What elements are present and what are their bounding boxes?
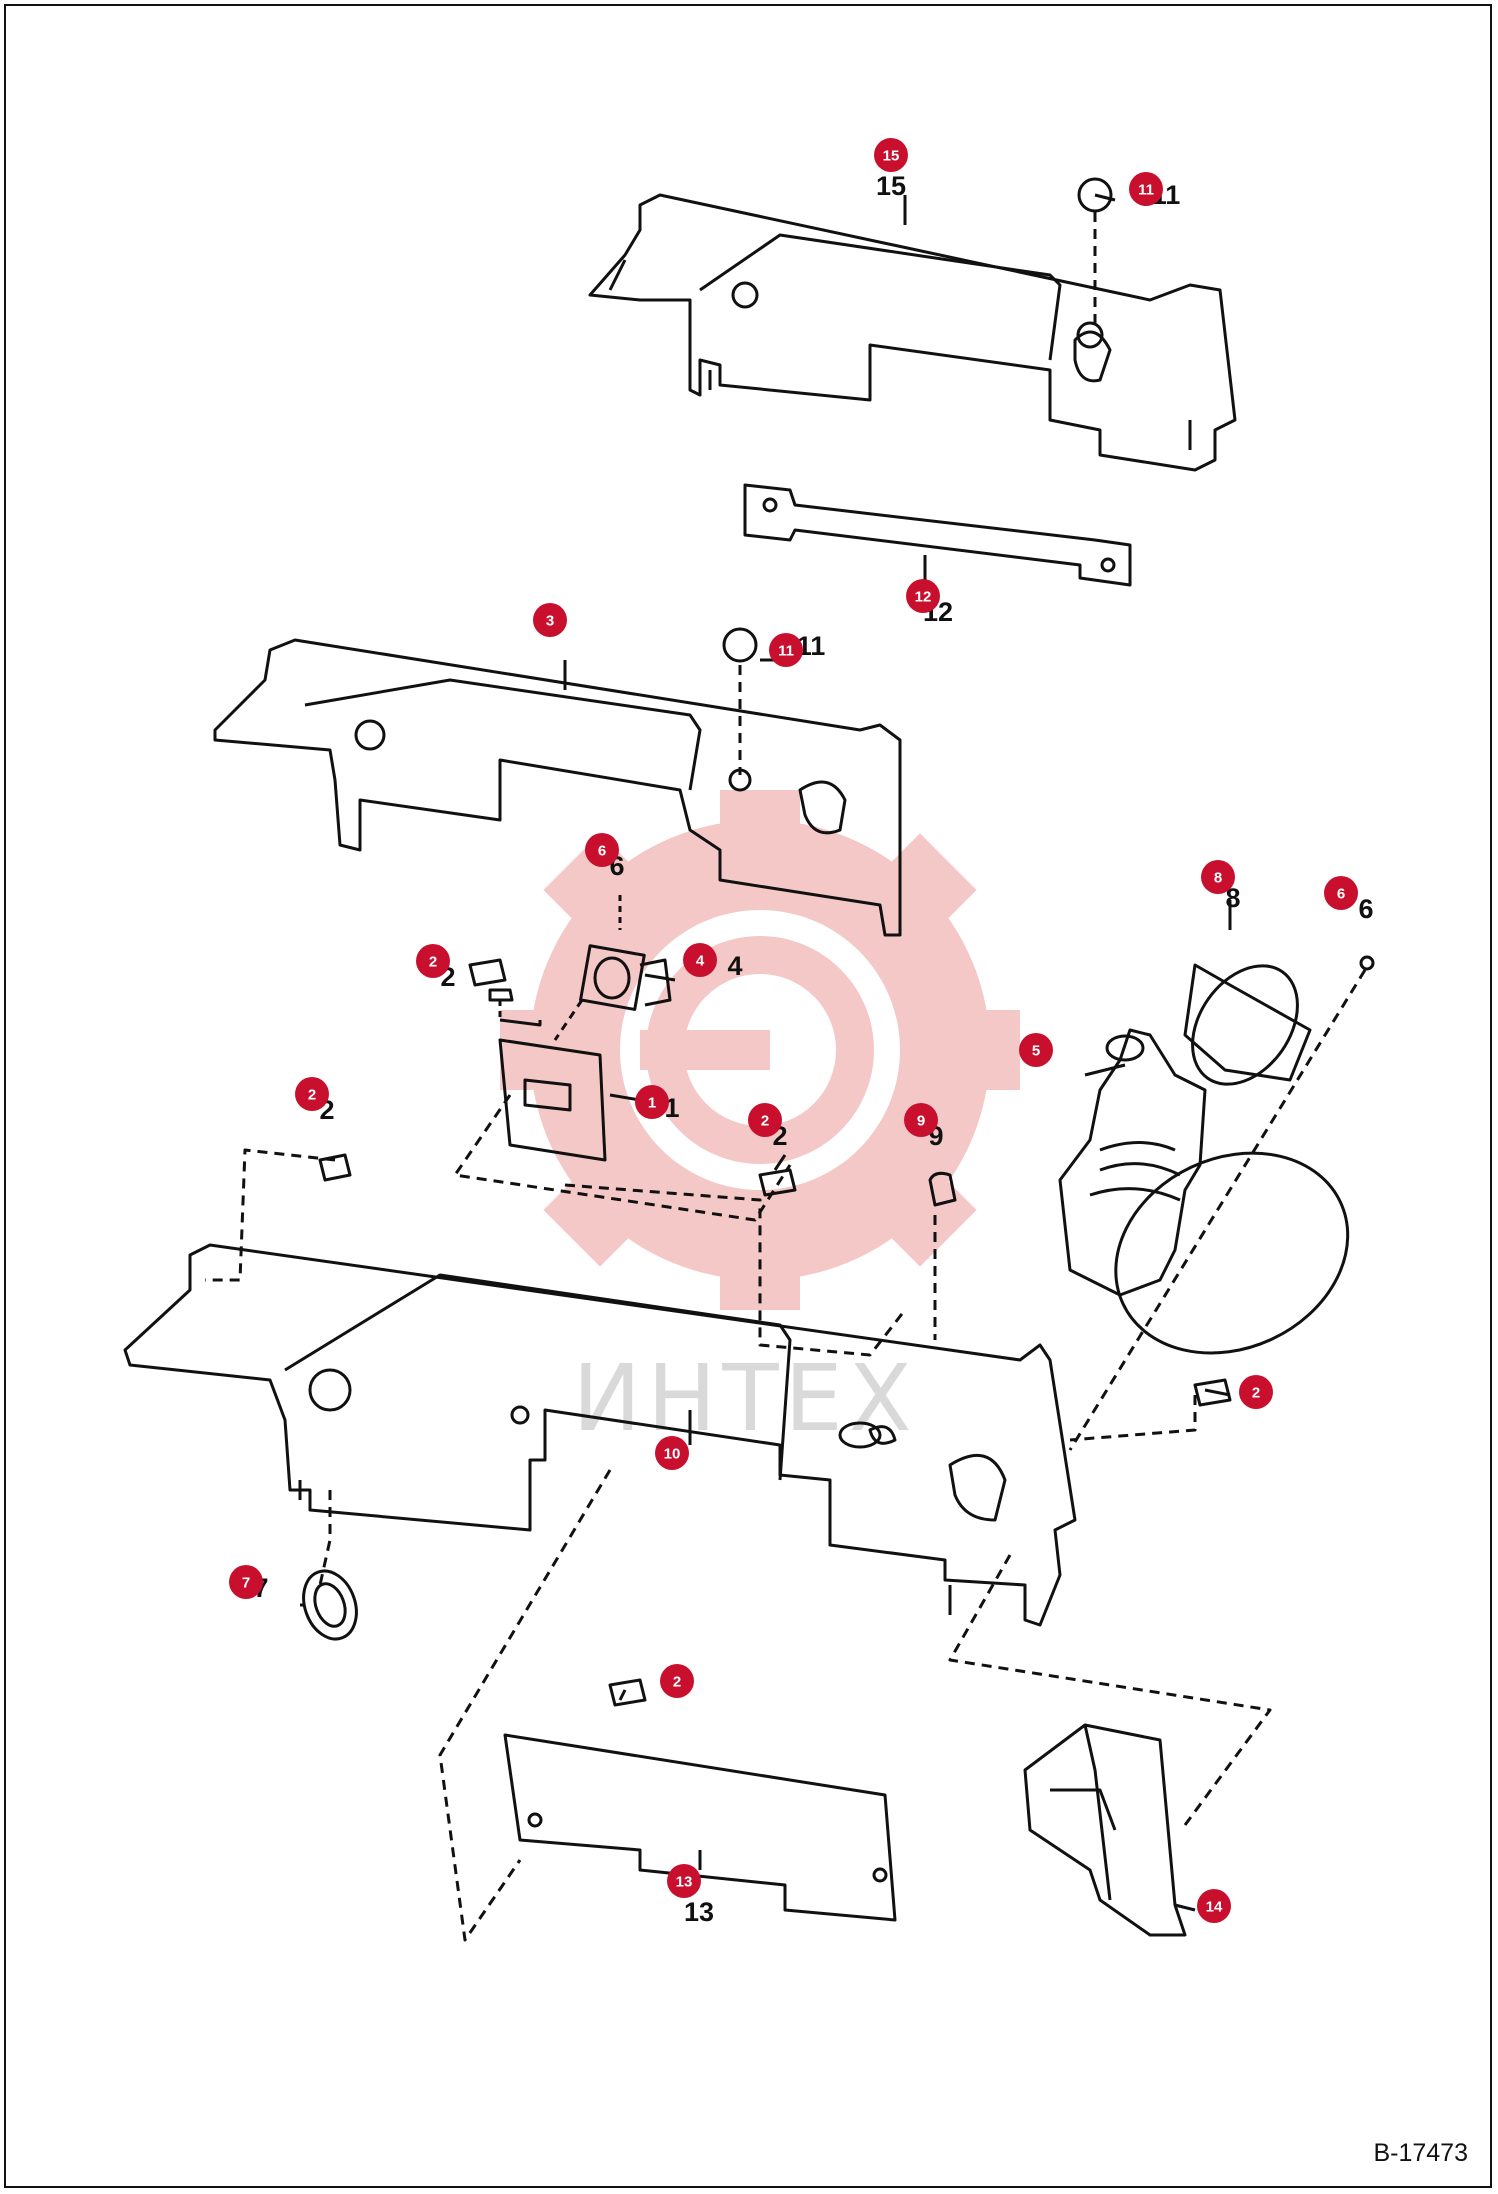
lower-panel bbox=[123, 1243, 1077, 1627]
leader-lines bbox=[205, 1148, 1272, 1942]
callout-1[interactable]: 1 bbox=[635, 1085, 669, 1119]
callout-badge bbox=[416, 944, 450, 978]
callout-7[interactable]: 7 bbox=[229, 1565, 263, 1599]
callout-10[interactable]: 10 bbox=[655, 1436, 689, 1470]
printed-part-number: 4 bbox=[727, 951, 742, 981]
callout-badge bbox=[748, 1103, 782, 1137]
callout-label: 2 bbox=[761, 1113, 769, 1130]
middle-panel bbox=[213, 627, 902, 937]
callout-label: 14 bbox=[1206, 1899, 1223, 1916]
callout-badge bbox=[295, 1077, 329, 1111]
callout-2[interactable]: 2 bbox=[295, 1077, 329, 1111]
diagram-frame bbox=[4, 4, 1492, 2188]
callout-8[interactable]: 8 bbox=[1201, 860, 1235, 894]
callout-2[interactable]: 2 bbox=[748, 1103, 782, 1137]
callout-label: 11 bbox=[1138, 182, 1154, 199]
callout-label: 6 bbox=[1337, 886, 1345, 903]
callout-badge bbox=[655, 1436, 689, 1470]
lower-plate bbox=[503, 1733, 897, 1922]
callout-badge bbox=[667, 1864, 701, 1898]
printed-part-number: 8 bbox=[1225, 883, 1240, 913]
callout-badge bbox=[1197, 1889, 1231, 1923]
callout-label: 9 bbox=[917, 1113, 925, 1130]
callout-badge bbox=[769, 633, 803, 667]
callout-badge bbox=[683, 943, 717, 977]
callout-badge bbox=[635, 1085, 669, 1119]
upper-panel bbox=[588, 177, 1237, 472]
document-id: B-17473 bbox=[1373, 2139, 1468, 2167]
printed-part-number: 15 bbox=[876, 171, 906, 201]
callout-label: 4 bbox=[696, 953, 705, 970]
corner-bracket bbox=[1023, 1723, 1187, 1937]
boot-assembly bbox=[1058, 955, 1375, 1451]
callout-label: 10 bbox=[664, 1446, 681, 1463]
callout-2[interactable]: 2 bbox=[660, 1664, 694, 1698]
callout-badge bbox=[229, 1565, 263, 1599]
callout-badge bbox=[585, 833, 619, 867]
callout-label: 8 bbox=[1214, 870, 1222, 887]
callout-label: 5 bbox=[1032, 1043, 1040, 1060]
callout-9[interactable]: 9 bbox=[904, 1103, 938, 1137]
callout-11[interactable]: 11 bbox=[1129, 172, 1163, 206]
callout-badge bbox=[533, 603, 567, 637]
callout-badge bbox=[904, 1103, 938, 1137]
printed-part-number: 13 bbox=[684, 1897, 714, 1927]
callout-6[interactable]: 6 bbox=[1324, 876, 1358, 910]
printed-part-number: 6 bbox=[1358, 894, 1373, 924]
callout-2[interactable]: 2 bbox=[1239, 1375, 1273, 1409]
callout-14[interactable]: 14 bbox=[1197, 1889, 1231, 1923]
callout-badge bbox=[1239, 1375, 1273, 1409]
drawing-lines bbox=[123, 177, 1375, 1942]
callout-badge bbox=[1019, 1033, 1053, 1067]
callout-5[interactable]: 5 bbox=[1019, 1033, 1053, 1067]
callout-badge bbox=[906, 579, 940, 613]
callout-4[interactable]: 4 bbox=[683, 943, 717, 977]
callout-label: 11 bbox=[778, 643, 794, 660]
callout-badge bbox=[874, 138, 908, 172]
callout-label: 2 bbox=[673, 1674, 681, 1691]
callout-6[interactable]: 6 bbox=[585, 833, 619, 867]
callout-3[interactable]: 3 bbox=[533, 603, 567, 637]
callout-label: 15 bbox=[883, 148, 900, 165]
callout-label: 3 bbox=[546, 613, 554, 630]
callout-13[interactable]: 13 bbox=[667, 1864, 701, 1898]
callout-label: 6 bbox=[598, 843, 606, 860]
callout-label: 2 bbox=[429, 954, 437, 971]
callout-12[interactable]: 12 bbox=[906, 579, 940, 613]
callout-label: 1 bbox=[648, 1095, 656, 1112]
bolts bbox=[318, 958, 1232, 1707]
callout-label: 12 bbox=[915, 589, 932, 606]
callout-label: 13 bbox=[676, 1874, 693, 1891]
grommet bbox=[302, 1569, 358, 1641]
callout-label: 2 bbox=[1252, 1385, 1260, 1402]
support-bar bbox=[743, 483, 1132, 587]
callout-label: 7 bbox=[242, 1575, 250, 1592]
callout-badge bbox=[1129, 172, 1163, 206]
callout-badge bbox=[660, 1664, 694, 1698]
callout-15[interactable]: 15 bbox=[874, 138, 908, 172]
callout-11[interactable]: 11 bbox=[769, 633, 803, 667]
callout-label: 2 bbox=[308, 1087, 316, 1104]
callout-badge bbox=[1201, 860, 1235, 894]
watermark-text: ИНТЕХ bbox=[572, 1345, 917, 1452]
callout-badge bbox=[1324, 876, 1358, 910]
callout-2[interactable]: 2 bbox=[416, 944, 450, 978]
